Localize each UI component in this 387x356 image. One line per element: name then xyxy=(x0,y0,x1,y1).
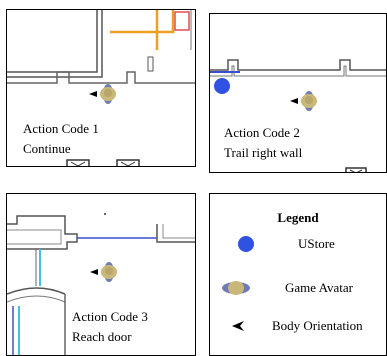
panel-caption-line-1: Action Code 3 xyxy=(72,309,148,324)
body-orientation-arrow-2 xyxy=(290,98,298,104)
small-door xyxy=(147,56,154,72)
ustore-marker xyxy=(214,78,230,94)
wall-segment xyxy=(7,229,62,245)
wall-segment xyxy=(7,10,98,73)
wall-segment xyxy=(162,224,195,239)
panel-caption-line-2: Continue xyxy=(23,141,71,156)
panel-action-code-1: Action Code 1 Continue xyxy=(6,9,196,167)
map-view-3 xyxy=(7,213,195,355)
game-avatar-1 xyxy=(100,84,116,104)
wall-segment xyxy=(7,215,78,250)
floor-object xyxy=(66,159,90,166)
panel-action-code-2: Action Code 2 Trail right wall xyxy=(209,13,387,173)
orange-wall xyxy=(110,10,175,34)
panel-caption-line-2: Reach door xyxy=(72,329,132,344)
wall-segment xyxy=(7,10,103,78)
legend-box: Legend UStore Game Avatar Body Orientati… xyxy=(209,193,387,356)
wall-segment xyxy=(7,71,195,84)
map-view-1 xyxy=(7,10,195,166)
legend-label-game-avatar: Game Avatar xyxy=(285,280,353,295)
panel-caption-line-2: Trail right wall xyxy=(224,145,303,160)
orientation-arrow-icon xyxy=(232,321,244,331)
door-arc xyxy=(7,295,66,303)
legend-title: Legend xyxy=(277,210,319,225)
panel-caption-line-1: Action Code 2 xyxy=(224,125,300,140)
wall-segment xyxy=(210,59,386,71)
avatar-icon xyxy=(222,281,250,295)
red-marker xyxy=(174,11,190,31)
map-view-2 xyxy=(210,59,386,172)
panel-caption-line-1: Action Code 1 xyxy=(23,121,99,136)
panel-action-code-3: Action Code 3 Reach door xyxy=(6,193,196,356)
body-orientation-arrow-3 xyxy=(90,269,98,275)
legend-label-body-orientation: Body Orientation xyxy=(272,318,363,333)
game-avatar-3 xyxy=(101,262,117,282)
game-avatar-2 xyxy=(301,91,317,111)
door-arc xyxy=(7,287,66,295)
floor-object xyxy=(345,167,367,172)
ustore-icon xyxy=(238,236,254,252)
legend-label-ustore: UStore xyxy=(298,236,335,251)
body-orientation-arrow-1 xyxy=(89,91,97,97)
floor-object xyxy=(116,159,140,166)
wall-segment xyxy=(156,224,195,243)
small-marker xyxy=(104,213,106,215)
